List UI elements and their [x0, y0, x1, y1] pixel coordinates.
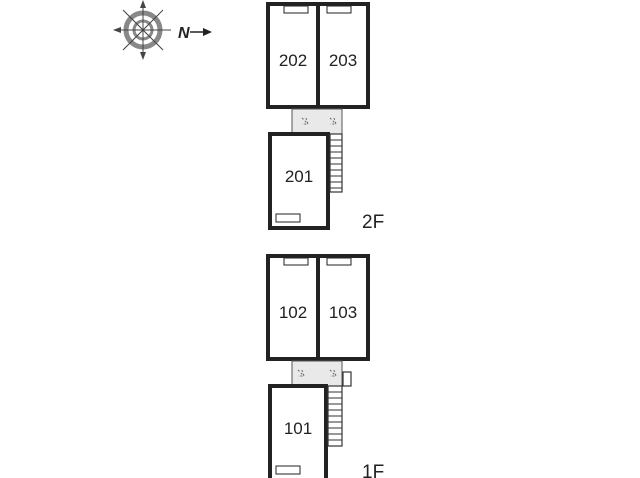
room-label-201: 201	[285, 167, 313, 186]
door-swing-icon	[329, 117, 337, 125]
north-arrow-head-icon	[203, 28, 212, 36]
compass-north-label: N	[178, 25, 190, 42]
balcony-rail	[275, 213, 301, 223]
floor-label-1f: 1F	[362, 462, 384, 478]
compass-rose-icon: N	[113, 0, 212, 60]
door-swing-icon	[329, 369, 337, 377]
entry-step	[342, 371, 352, 387]
corridor	[291, 360, 343, 387]
unit-block-lower	[268, 384, 328, 478]
balcony-rail	[283, 5, 309, 14]
corridor	[291, 108, 343, 135]
unit-block-lower	[268, 132, 330, 230]
door-swing-icon	[301, 117, 309, 125]
compass-tip	[140, 52, 146, 60]
floor-label-2f: 2F	[362, 212, 384, 233]
compass-ray	[122, 9, 164, 51]
balcony-rail	[326, 5, 352, 14]
balcony-rail	[326, 257, 352, 266]
room-label-102: 102	[279, 303, 307, 322]
floor-1f: 102 103 101 1F	[266, 254, 384, 478]
room-label-101: 101	[284, 419, 312, 438]
compass-tip	[140, 0, 146, 8]
stair-treads	[330, 139, 342, 189]
balcony-rail	[275, 465, 301, 475]
room-label-202: 202	[279, 51, 307, 70]
balcony-rail	[283, 257, 309, 266]
compass-tip	[113, 27, 121, 33]
stair-treads	[328, 391, 342, 441]
room-label-203: 203	[329, 51, 357, 70]
door-swing-icon	[297, 369, 305, 377]
staircase	[329, 133, 343, 193]
floor-2f: 202 203 201 2F	[266, 2, 384, 233]
room-label-103: 103	[329, 303, 357, 322]
